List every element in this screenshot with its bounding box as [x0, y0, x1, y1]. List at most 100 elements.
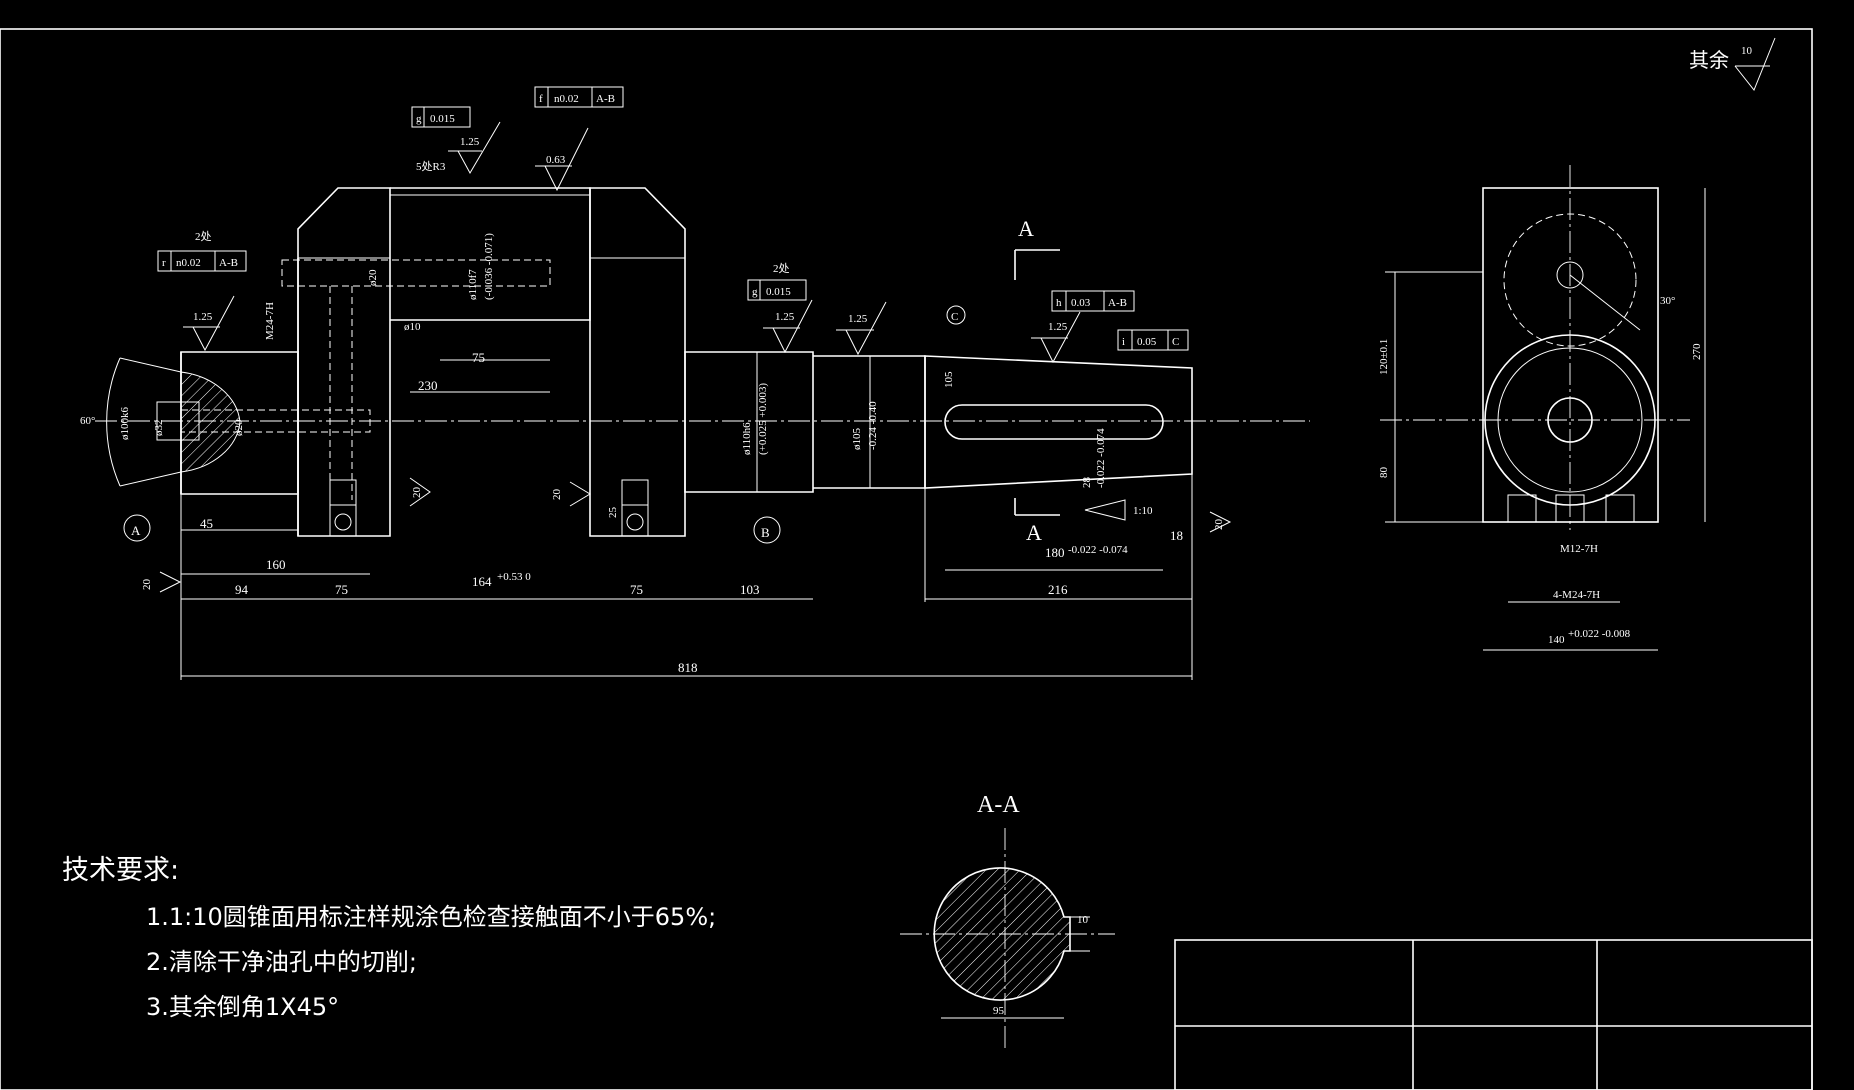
svg-text:ø32: ø32: [153, 420, 165, 437]
datum-c: [946, 305, 966, 325]
fcf-4: g 0.015: [747, 279, 807, 301]
tech-requirement-3: 3.其余倒角1X45°: [146, 993, 340, 1021]
svg-text:B: B: [761, 525, 770, 540]
tech-requirement-2: 2.清除干净油孔中的切削;: [146, 948, 417, 976]
svg-text:ø20: ø20: [233, 419, 245, 436]
svg-text:270: 270: [1691, 343, 1703, 360]
svg-text:A-B: A-B: [596, 93, 615, 105]
general-roughness-note: 其余 10: [1689, 37, 1776, 91]
svg-text:75: 75: [472, 350, 485, 365]
svg-text:75: 75: [630, 582, 643, 597]
svg-text:164: 164: [472, 574, 492, 589]
svg-text:75: 75: [335, 582, 348, 597]
svg-text:A-B: A-B: [219, 257, 238, 269]
fcf-3: r n0.02 A-B: [157, 250, 247, 272]
fcf-2: f n0.02 A-B: [534, 86, 624, 108]
svg-text:-0.24 -0.40: -0.24 -0.40: [867, 401, 879, 450]
svg-text:f: f: [539, 93, 543, 105]
svg-text:2处: 2处: [773, 262, 790, 275]
title-block: [1174, 939, 1813, 1090]
svg-text:1.25: 1.25: [1048, 321, 1068, 333]
svg-text:95: 95: [993, 1005, 1005, 1017]
svg-text:n0.02: n0.02: [554, 93, 579, 105]
svg-text:ø105: ø105: [851, 428, 863, 451]
crank-web-left: [297, 187, 391, 537]
tech-requirement-1: 1.1:10圆锥面用标注样规涂色检查接触面不小于65%;: [146, 903, 717, 931]
svg-text:A: A: [1026, 520, 1042, 545]
svg-text:18: 18: [1170, 528, 1183, 543]
taper-end: [924, 355, 1193, 489]
svg-text:0.03: 0.03: [1071, 297, 1091, 309]
svg-text:h: h: [1056, 297, 1062, 309]
roughness-symbols: 1.25 0.63 1.25 1.25 1.25 1.25 20 20 20 2…: [141, 121, 1232, 593]
svg-text:105: 105: [943, 371, 955, 388]
svg-text:A: A: [131, 523, 141, 538]
svg-text:M12-7H: M12-7H: [1560, 543, 1598, 555]
svg-text:其余: 其余: [1689, 49, 1729, 72]
svg-text:60°: 60°: [80, 415, 95, 427]
side-body: [1482, 187, 1659, 523]
svg-text:80: 80: [1378, 467, 1390, 479]
svg-text:A: A: [1018, 216, 1034, 241]
crank-web-right: [589, 187, 686, 537]
svg-text:g: g: [752, 286, 758, 298]
tech-requirements: 技术要求: 1.1:10圆锥面用标注样规涂色检查接触面不小于65%; 2.清除干…: [62, 848, 716, 1022]
svg-text:-0.022 -0.074: -0.022 -0.074: [1068, 544, 1128, 556]
svg-text:30°: 30°: [1660, 295, 1675, 307]
svg-text:(+0.025 +0.003): (+0.025 +0.003): [757, 383, 769, 455]
svg-text:180: 180: [1045, 545, 1065, 560]
main-journal: [684, 351, 814, 493]
svg-text:120±0.1: 120±0.1: [1378, 339, 1390, 375]
svg-text:A-A: A-A: [977, 792, 1020, 818]
svg-text:20: 20: [141, 579, 153, 591]
drawing-border: [0, 28, 1813, 1090]
svg-text:ø110f7: ø110f7: [467, 269, 479, 300]
svg-text:2处: 2处: [195, 230, 212, 243]
svg-text:+0.53 0: +0.53 0: [497, 571, 531, 583]
svg-text:5处R3: 5处R3: [416, 160, 446, 173]
svg-text:n0.02: n0.02: [176, 257, 201, 269]
section-a-a: A-A 10 95: [900, 792, 1115, 1052]
svg-text:A-B: A-B: [1108, 297, 1127, 309]
dimension-lines: [180, 359, 1193, 680]
svg-text:C: C: [1172, 336, 1179, 348]
fcf-5: h 0.03 A-B: [1051, 290, 1135, 312]
svg-text:0.015: 0.015: [766, 286, 791, 298]
svg-text:10: 10: [1741, 45, 1753, 57]
svg-text:4-M24-7H: 4-M24-7H: [1553, 589, 1600, 601]
svg-text:20: 20: [1213, 519, 1225, 531]
svg-text:1:10: 1:10: [1133, 505, 1153, 517]
svg-text:103: 103: [740, 582, 760, 597]
svg-text:94: 94: [235, 582, 249, 597]
svg-text:i: i: [1122, 336, 1125, 348]
svg-text:20: 20: [411, 487, 423, 499]
svg-text:20: 20: [551, 489, 563, 501]
fcf-1: g 0.015: [411, 106, 471, 128]
svg-text:160: 160: [266, 557, 286, 572]
datum-a: [123, 514, 151, 542]
tech-requirements-title: 技术要求:: [62, 855, 180, 886]
fcf-6: i 0.05 C: [1117, 329, 1189, 351]
svg-text:216: 216: [1048, 582, 1068, 597]
svg-text:1.25: 1.25: [775, 311, 795, 323]
svg-text:+0.022 -0.008: +0.022 -0.008: [1568, 628, 1631, 640]
svg-text:10: 10: [1077, 914, 1089, 926]
side-view: 30° 120±0.1 80 270 M12-7H 4-M24-7H 140 +…: [1378, 165, 1706, 651]
svg-text:818: 818: [678, 660, 698, 675]
svg-text:0.015: 0.015: [430, 113, 455, 125]
svg-text:r: r: [162, 257, 166, 269]
svg-text:(-0.036 -0.071): (-0.036 -0.071): [483, 233, 495, 300]
svg-text:0.05: 0.05: [1137, 336, 1157, 348]
svg-text:C: C: [951, 311, 958, 323]
datum-b: [753, 516, 781, 544]
svg-text:28: 28: [1081, 477, 1093, 489]
svg-text:1.25: 1.25: [848, 313, 868, 325]
keyway: [944, 404, 1164, 440]
svg-text:140: 140: [1548, 634, 1565, 646]
svg-text:45: 45: [200, 516, 213, 531]
svg-text:1.25: 1.25: [460, 136, 480, 148]
svg-text:ø20: ø20: [367, 269, 379, 286]
svg-text:ø100k6: ø100k6: [119, 407, 131, 441]
svg-text:230: 230: [418, 378, 438, 393]
